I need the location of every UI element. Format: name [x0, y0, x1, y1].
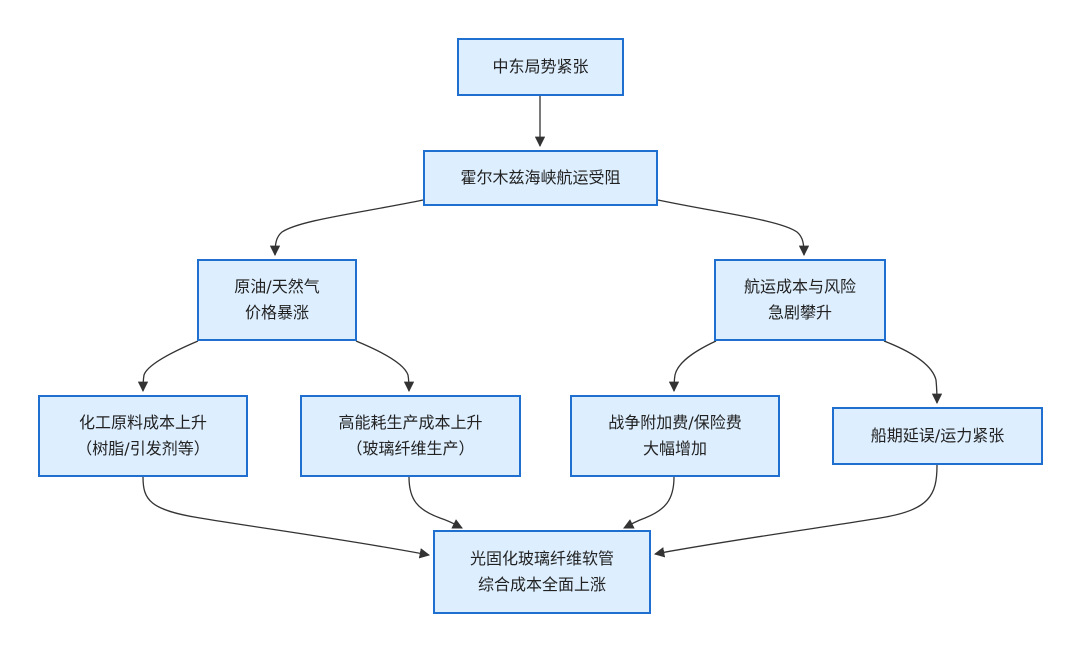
node-war-surcharge-insurance: 战争附加费/保险费 大幅增加: [570, 395, 780, 477]
edge-n7-n9: [623, 476, 675, 529]
node-text-line: 综合成本全面上涨: [477, 575, 606, 594]
node-text-line: 价格暴涨: [244, 303, 309, 322]
node-text-line: 战争附加费/保险费: [608, 413, 742, 432]
node-hormuz-shipping-blocked: 霍尔木兹海峡航运受阻: [423, 150, 658, 206]
node-shipping-cost-risk-rise: 航运成本与风险 急剧攀升: [714, 259, 886, 341]
node-schedule-delay-capacity: 船期延误/运力紧张: [832, 407, 1043, 465]
node-text-line: 急剧攀升: [767, 303, 832, 322]
edge-n5-n9: [142, 476, 431, 559]
edge-n3-n5: [137, 340, 199, 393]
node-text-line: 航运成本与风险: [743, 277, 856, 296]
edge-n6-n9: [408, 476, 463, 529]
edge-n3-n6: [355, 340, 415, 393]
node-text-line: 光固化玻璃纤维软管: [469, 549, 614, 568]
node-text-line: 船期延误/运力紧张: [870, 426, 1005, 445]
node-text-line: 原油/天然气: [234, 277, 320, 296]
node-energy-intensive-production-cost: 高能耗生产成本上升 （玻璃纤维生产）: [300, 395, 521, 477]
node-text-line: （玻璃纤维生产）: [346, 439, 475, 458]
node-text-line: 化工原料成本上升: [78, 413, 207, 432]
edge-n2-n4: [657, 199, 810, 257]
node-text-line: 大幅增加: [642, 439, 707, 458]
edge-n4-n7: [668, 340, 717, 393]
node-text-line: 霍尔木兹海峡航运受阻: [460, 168, 621, 187]
node-middle-east-tension: 中东局势紧张: [457, 38, 624, 96]
edge-n4-n8: [883, 340, 943, 405]
node-text-line: （树脂/引发剂等）: [76, 439, 210, 458]
node-text-line: 高能耗生产成本上升: [338, 413, 483, 432]
node-uv-cured-fiberglass-hose-cost: 光固化玻璃纤维软管 综合成本全面上涨: [433, 530, 651, 614]
node-oil-gas-price-surge: 原油/天然气 价格暴涨: [197, 259, 357, 341]
node-chemical-raw-material-cost: 化工原料成本上升 （树脂/引发剂等）: [38, 395, 248, 477]
edge-n2-n3: [269, 199, 424, 257]
node-text-line: 中东局势紧张: [492, 57, 589, 76]
edge-n8-n9: [653, 464, 938, 558]
